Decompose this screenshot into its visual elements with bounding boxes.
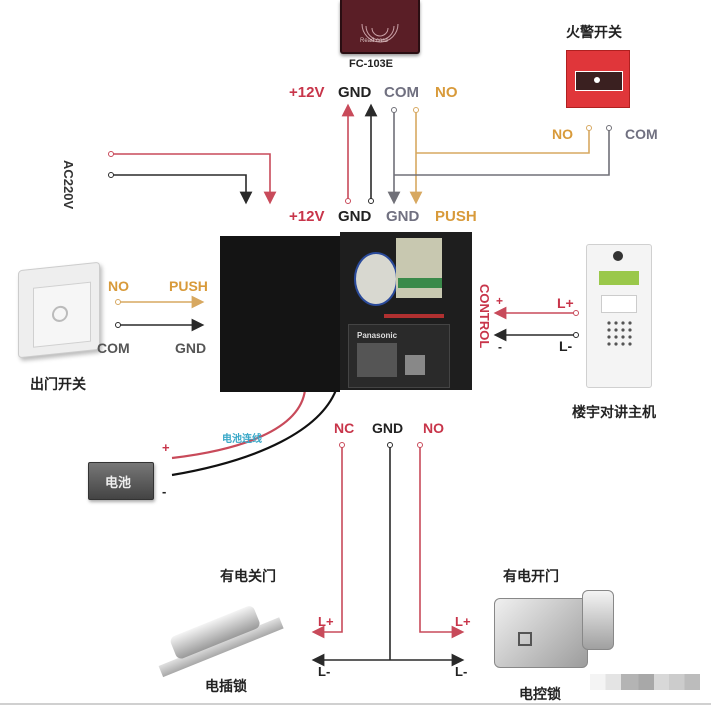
external-battery: 电池 bbox=[88, 462, 154, 500]
lock-keyhole bbox=[518, 632, 532, 646]
card-reader: Read card bbox=[340, 0, 420, 54]
intercom-title: 楼宇对讲主机 bbox=[572, 405, 656, 421]
fire-com-wire bbox=[394, 128, 610, 176]
controller-interior: Panasonic bbox=[340, 232, 472, 390]
circuit-board bbox=[396, 238, 442, 298]
ctrl-terminal-gnd1: GND bbox=[338, 208, 372, 225]
battery-brand: Panasonic bbox=[357, 331, 398, 340]
ac220v-label: AC220V bbox=[61, 160, 76, 210]
fire-alarm-switch bbox=[566, 50, 630, 108]
left-lock-lminus: L- bbox=[318, 664, 331, 679]
right-lock-lminus: L- bbox=[455, 664, 468, 679]
intercom-panel bbox=[586, 244, 652, 388]
exit-button-face bbox=[33, 281, 91, 348]
intercom-terminal-lminus: L- bbox=[559, 338, 573, 354]
battery-minus-wire bbox=[171, 389, 338, 477]
relay-terminal-no: NO bbox=[423, 420, 444, 436]
battery-label-square bbox=[405, 355, 425, 375]
backup-battery: Panasonic bbox=[348, 324, 450, 388]
battery-wire-label: 电池连线 bbox=[222, 434, 262, 445]
card-reader-model: FC-103E bbox=[349, 58, 394, 70]
exit-terminal-push: PUSH bbox=[169, 278, 208, 294]
intercom-card-area bbox=[601, 295, 637, 313]
break-glass-dot bbox=[594, 77, 600, 83]
battery-label: 电池 bbox=[105, 476, 132, 491]
reader-terminal-com: COM bbox=[384, 84, 419, 101]
bottom-divider bbox=[0, 703, 711, 705]
ac-live-wire bbox=[111, 153, 277, 205]
rfid-waves-icon bbox=[361, 23, 399, 43]
exit-terminal-com: COM bbox=[97, 340, 130, 356]
transformer bbox=[354, 252, 398, 306]
camera-icon bbox=[613, 251, 623, 261]
right-lock-name: 电控锁 bbox=[519, 687, 561, 703]
battery-plus-wire bbox=[171, 389, 307, 460]
ac-neutral-wire bbox=[111, 174, 253, 205]
control-plus: + bbox=[496, 294, 504, 308]
exit-switch bbox=[18, 261, 100, 359]
ctrl-terminal-12v: +12V bbox=[289, 208, 325, 225]
fire-terminal-no: NO bbox=[552, 126, 573, 142]
reader-terminal-12v: +12V bbox=[289, 84, 325, 101]
keypad-icon bbox=[607, 321, 632, 346]
intercom-display bbox=[599, 271, 639, 285]
fire-terminal-com: COM bbox=[625, 126, 658, 142]
fire-no-wire bbox=[416, 128, 590, 154]
control-label: CONTROL bbox=[477, 284, 492, 349]
left-lock-mode: 有电关门 bbox=[220, 569, 276, 585]
battery-wires bbox=[384, 314, 444, 318]
right-lock-lplus: L+ bbox=[455, 614, 471, 629]
relay-terminal-nc: NC bbox=[334, 420, 355, 436]
left-lock-name: 电插锁 bbox=[205, 679, 247, 695]
controller-door bbox=[220, 236, 340, 392]
nc-wire bbox=[311, 445, 343, 639]
terminal-block bbox=[398, 278, 442, 288]
exit-terminal-gnd: GND bbox=[175, 340, 207, 356]
relay-terminal-gnd: GND bbox=[372, 420, 404, 436]
reader-terminal-no: NO bbox=[435, 84, 458, 101]
reader-terminal-gnd: GND bbox=[338, 84, 372, 101]
right-lock-mode: 有电开门 bbox=[503, 569, 559, 585]
ctrl-terminal-push: PUSH bbox=[435, 208, 477, 225]
lock-latch bbox=[582, 590, 614, 650]
battery-minus: - bbox=[162, 484, 167, 499]
no-wire bbox=[419, 445, 465, 639]
intercom-terminal-lplus: L+ bbox=[557, 295, 574, 311]
left-lock-lplus: L+ bbox=[318, 614, 334, 629]
electric-control-lock bbox=[492, 590, 622, 670]
control-minus: - bbox=[498, 340, 502, 354]
power-controller-box: Panasonic bbox=[220, 232, 472, 392]
watermark bbox=[590, 674, 700, 690]
ctrl-terminal-gnd2: GND bbox=[386, 208, 420, 225]
exit-switch-title: 出门开关 bbox=[30, 377, 86, 393]
card-reader-face-text: Read card bbox=[360, 38, 388, 44]
fire-alarm-title: 火警开关 bbox=[566, 25, 622, 41]
key-icon bbox=[52, 305, 68, 323]
battery-plus: + bbox=[162, 440, 170, 455]
exit-terminal-no: NO bbox=[108, 278, 129, 294]
battery-sticker bbox=[357, 343, 397, 377]
lock-body bbox=[494, 598, 588, 668]
